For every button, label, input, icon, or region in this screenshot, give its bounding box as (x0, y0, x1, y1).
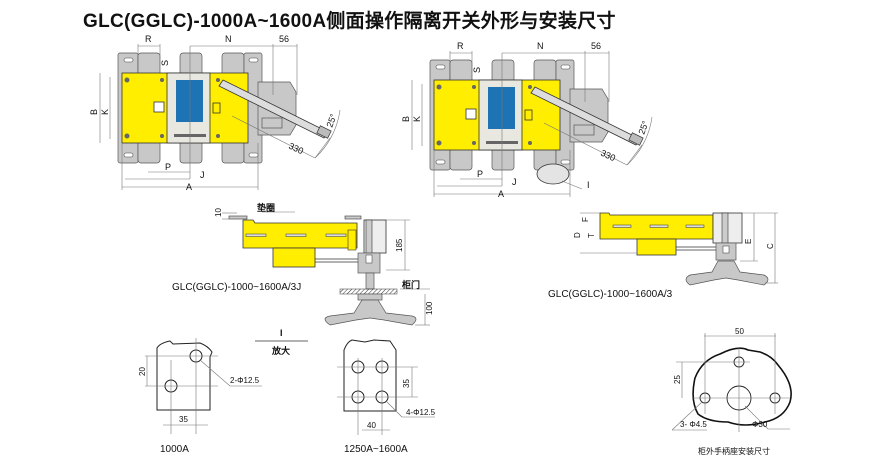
cabinet-door (339, 288, 398, 295)
caption-3j: GLC(GGLC)-1000~1600A/3J (172, 282, 301, 293)
dim-B: B (401, 116, 411, 122)
dim-P: P (477, 169, 483, 179)
detail-label: 放大 (271, 345, 290, 356)
dim-K: K (100, 109, 110, 115)
dim-N: N (225, 34, 232, 44)
dim-330: 330 (599, 148, 617, 163)
dim-35: 35 (179, 415, 188, 424)
side-view-3j: 10 垫圈 185 柜门 100 GLC(GGLC)-1000~1600A/3J (172, 202, 434, 326)
dim-S: S (160, 60, 170, 66)
dim-angle: 25° (324, 112, 338, 129)
dim-C: C (766, 243, 775, 249)
dim-35: 35 (402, 379, 411, 388)
dim-J: J (512, 177, 517, 187)
dim-S: S (472, 67, 482, 73)
dim-A: A (498, 189, 504, 199)
page-title: GLC(GGLC)-1000A~1600A侧面操作隔离开关外形与安装尺寸 (83, 11, 616, 32)
dim-N: N (537, 41, 544, 51)
caption-handle-base: 柜外手柄座安装尺寸 (698, 446, 770, 456)
dim-56: 56 (591, 41, 601, 51)
holes-label: 4-Φ12.5 (406, 408, 436, 417)
dim-P: P (165, 162, 171, 172)
dim-R: R (457, 41, 464, 51)
dim-100: 100 (425, 301, 434, 315)
dim-J: J (200, 170, 205, 180)
washer-label: 垫圈 (257, 202, 275, 213)
dim-25: 25 (673, 375, 682, 384)
holes-label: 2-Φ12.5 (230, 376, 260, 385)
dim-10: 10 (214, 208, 223, 217)
top-view-2: R N 56 S B K P J A 330 25° I (401, 41, 653, 199)
dim-F: F (581, 217, 590, 222)
dim-40: 40 (367, 421, 376, 430)
dim-angle: 25° (636, 119, 650, 136)
door-label: 柜门 (401, 279, 420, 290)
dim-E: E (744, 239, 753, 244)
dim-56: 56 (279, 34, 289, 44)
handle-base-mounting: 50 25 3- Φ4.5 Φ30 柜外手柄座安装尺寸 (671, 327, 792, 456)
terminal-1250-1600a: 35 40 4-Φ12.5 1250A~1600A (337, 339, 436, 455)
side-view-3: D F T E C GLC(GGLC)-1000~1600A/3 (548, 212, 778, 300)
caption-1250-1600a: 1250A~1600A (344, 444, 408, 455)
center-hole-label: Φ30 (752, 420, 768, 429)
dim-K: K (412, 116, 422, 122)
dim-A: A (186, 182, 192, 192)
detail-mark: I (280, 328, 283, 338)
dim-20: 20 (138, 367, 147, 376)
dim-B: B (89, 109, 99, 115)
detail-enlarge-label: I 放大 (255, 328, 308, 356)
dim-330: 330 (287, 141, 305, 156)
caption-3: GLC(GGLC)-1000~1600A/3 (548, 289, 673, 300)
holes-label: 3- Φ4.5 (680, 420, 707, 429)
dim-R: R (145, 34, 152, 44)
top-view-1: R N 56 S B K P J A 330 25° (89, 34, 341, 192)
dim-50: 50 (735, 327, 744, 336)
dim-D: D (573, 232, 582, 238)
terminal-1000a: 20 35 2-Φ12.5 1000A (138, 338, 262, 455)
dim-T: T (587, 233, 596, 238)
dim-185: 185 (395, 238, 404, 252)
caption-1000a: 1000A (160, 444, 189, 455)
detail-I-label: I (587, 180, 590, 190)
